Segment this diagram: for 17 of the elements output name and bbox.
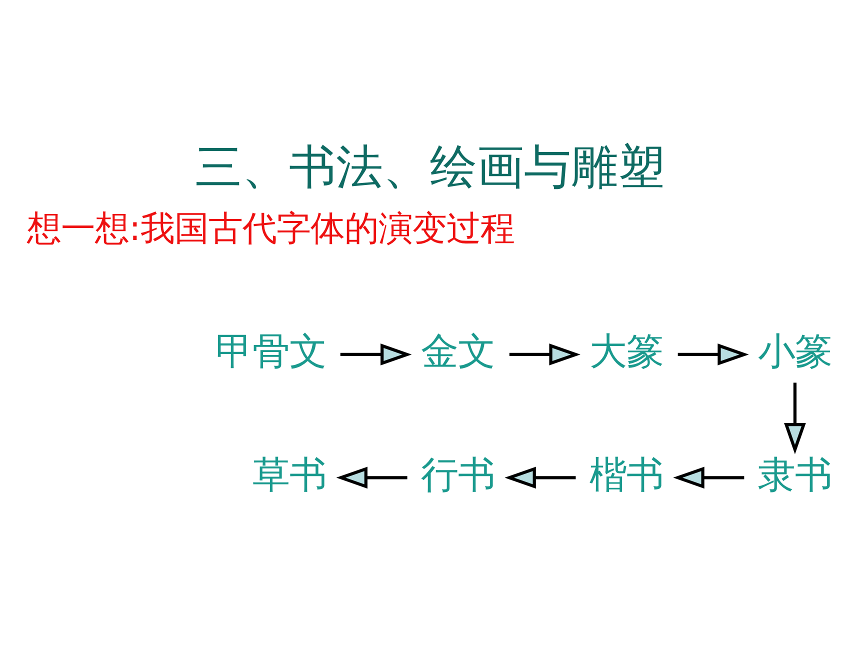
node-text: 楷书 xyxy=(590,452,664,496)
node-text: 隶书 xyxy=(758,455,832,496)
node-text: 甲骨文 xyxy=(215,329,326,374)
node-text: 草书 xyxy=(252,455,327,496)
arrow xyxy=(336,466,408,489)
arrow xyxy=(504,466,576,489)
label: 想一想:我国古代字体的演变过程 xyxy=(27,208,515,249)
arrow xyxy=(509,344,580,366)
node-text: 行书 xyxy=(421,455,496,496)
node-text: 金文 xyxy=(421,332,496,374)
node-text: 大篆 xyxy=(590,329,664,374)
arrow xyxy=(340,344,412,366)
node-text: 小篆 xyxy=(758,329,832,374)
arrow xyxy=(673,466,744,489)
arrow xyxy=(784,382,806,454)
diagram-title: 三、书法、绘画与雕塑 xyxy=(195,140,665,195)
arrow xyxy=(678,344,749,366)
